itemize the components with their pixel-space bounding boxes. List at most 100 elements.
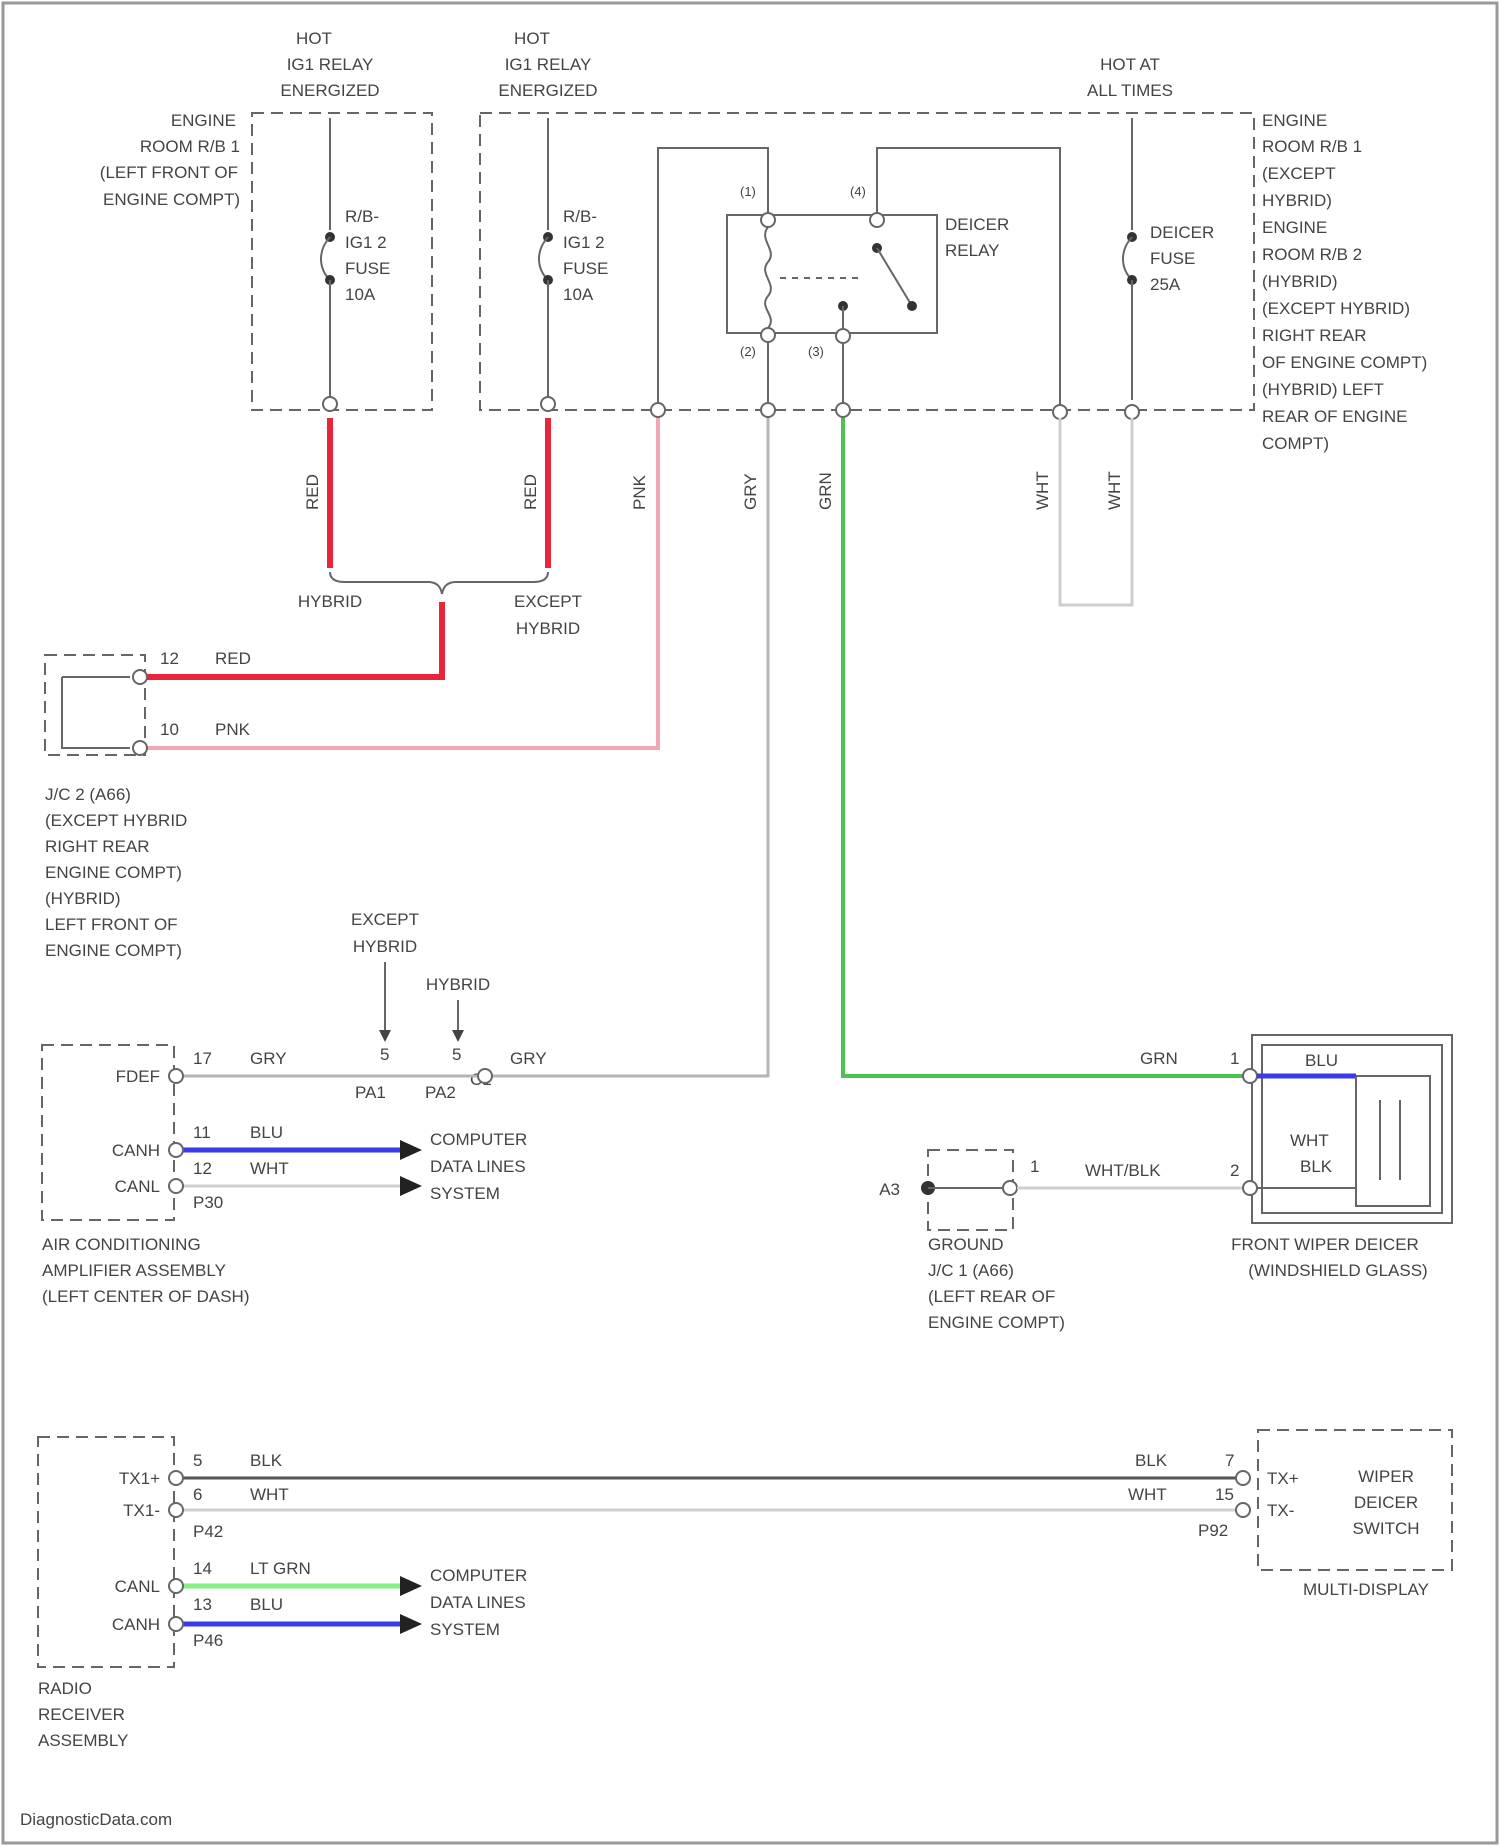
deicer-wht: WHT bbox=[1290, 1131, 1329, 1150]
svg-text:HYBRID: HYBRID bbox=[353, 937, 417, 956]
svg-text:IG1 RELAY: IG1 RELAY bbox=[287, 55, 374, 74]
radio-computer-data-label: COMPUTER DATA LINES SYSTEM bbox=[430, 1566, 527, 1639]
radio-c13: BLU bbox=[250, 1595, 283, 1614]
svg-text:DEICER: DEICER bbox=[1354, 1493, 1418, 1512]
radio-c6: WHT bbox=[250, 1485, 289, 1504]
svg-text:COMPUTER: COMPUTER bbox=[430, 1566, 527, 1585]
jc2-pin-b: 10 bbox=[160, 720, 179, 739]
svg-text:HOT: HOT bbox=[296, 29, 332, 48]
svg-text:GROUND: GROUND bbox=[928, 1235, 1004, 1254]
radio-c14: LT GRN bbox=[250, 1559, 311, 1578]
svg-text:RECEIVER: RECEIVER bbox=[38, 1705, 125, 1724]
radio-canl: CANL bbox=[115, 1577, 160, 1596]
svg-text:RELAY: RELAY bbox=[945, 241, 1000, 260]
branch-except-hybrid-label: EXCEPT HYBRID bbox=[514, 592, 582, 638]
radio-conn2: P46 bbox=[193, 1631, 223, 1650]
svg-text:HYBRID): HYBRID) bbox=[1262, 191, 1332, 210]
svg-text:FRONT WIPER DEICER: FRONT WIPER DEICER bbox=[1231, 1235, 1419, 1254]
svg-text:(3): (3) bbox=[808, 344, 824, 359]
wire-label-wht2: WHT bbox=[1105, 471, 1124, 510]
svg-text:ASSEMBLY: ASSEMBLY bbox=[38, 1731, 128, 1750]
deicer-blk: BLK bbox=[1300, 1157, 1333, 1176]
ac-pa1-pin: 5 bbox=[380, 1045, 389, 1064]
svg-text:25A: 25A bbox=[1150, 275, 1181, 294]
svg-text:ENGINE: ENGINE bbox=[1262, 218, 1327, 237]
svg-text:HOT: HOT bbox=[514, 29, 550, 48]
svg-text:SYSTEM: SYSTEM bbox=[430, 1184, 500, 1203]
svg-text:J/C 1 (A66): J/C 1 (A66) bbox=[928, 1261, 1014, 1280]
radio-n5: 5 bbox=[193, 1451, 202, 1470]
ac-pin-fdef: FDEF bbox=[116, 1067, 160, 1086]
svg-text:ALL TIMES: ALL TIMES bbox=[1087, 81, 1173, 100]
hybrid-brace bbox=[330, 572, 548, 594]
radio-n13: 13 bbox=[193, 1595, 212, 1614]
ac-hybrid-label: HYBRID bbox=[426, 975, 490, 994]
svg-text:10A: 10A bbox=[345, 285, 376, 304]
ground-a3: A3 bbox=[879, 1180, 900, 1199]
hot-at-all-times-label: HOT AT ALL TIMES bbox=[1087, 55, 1173, 100]
ground-pin: 1 bbox=[1030, 1157, 1039, 1176]
switch-c15: WHT bbox=[1128, 1485, 1167, 1504]
multi-display-label: MULTI-DISPLAY bbox=[1303, 1580, 1429, 1599]
svg-text:(HYBRID) LEFT: (HYBRID) LEFT bbox=[1262, 380, 1384, 399]
svg-text:DEICER: DEICER bbox=[945, 215, 1009, 234]
switch-txm: TX- bbox=[1267, 1501, 1294, 1520]
deicer-blu: BLU bbox=[1305, 1051, 1338, 1070]
ground-label: GROUND J/C 1 (A66) (LEFT REAR OF ENGINE … bbox=[928, 1235, 1065, 1332]
wire-label-pnk: PNK bbox=[630, 474, 649, 510]
ac-amplifier-label: AIR CONDITIONING AMPLIFIER ASSEMBLY (LEF… bbox=[42, 1235, 249, 1306]
svg-text:ENGINE: ENGINE bbox=[171, 111, 236, 130]
deicer-fuse-label: DEICER FUSE 25A bbox=[1150, 223, 1214, 294]
svg-text:(EXCEPT: (EXCEPT bbox=[1262, 164, 1336, 183]
ac-branch-arrows bbox=[379, 962, 464, 1042]
svg-text:FUSE: FUSE bbox=[1150, 249, 1195, 268]
svg-text:FUSE: FUSE bbox=[563, 259, 608, 278]
front-wiper-deicer bbox=[1243, 1035, 1452, 1223]
switch-conn: P92 bbox=[1198, 1521, 1228, 1540]
wiper-deicer-switch bbox=[1236, 1430, 1452, 1570]
ac-canl-num: 12 bbox=[193, 1159, 212, 1178]
svg-text:(EXCEPT HYBRID): (EXCEPT HYBRID) bbox=[1262, 299, 1410, 318]
svg-text:FUSE: FUSE bbox=[345, 259, 390, 278]
ac-except-hybrid-label: EXCEPT HYBRID bbox=[351, 910, 419, 956]
svg-text:ROOM R/B 2: ROOM R/B 2 bbox=[1262, 245, 1362, 264]
wire-label-wht1: WHT bbox=[1033, 471, 1052, 510]
svg-text:REAR OF ENGINE: REAR OF ENGINE bbox=[1262, 407, 1407, 426]
svg-text:(1): (1) bbox=[740, 184, 756, 199]
svg-text:ENERGIZED: ENERGIZED bbox=[280, 81, 379, 100]
svg-text:(4): (4) bbox=[850, 184, 866, 199]
fuse-left-label: R/B- IG1 2 FUSE 10A bbox=[345, 207, 390, 304]
watermark: DiagnosticData.com bbox=[20, 1810, 172, 1829]
svg-text:EXCEPT: EXCEPT bbox=[351, 910, 419, 929]
svg-text:ENGINE COMPT): ENGINE COMPT) bbox=[45, 941, 182, 960]
svg-text:IG1 2: IG1 2 bbox=[563, 233, 605, 252]
jc2-pin-a: 12 bbox=[160, 649, 179, 668]
svg-text:EXCEPT: EXCEPT bbox=[514, 592, 582, 611]
svg-text:AMPLIFIER ASSEMBLY: AMPLIFIER ASSEMBLY bbox=[42, 1261, 226, 1280]
hot-ig1-left-label: HOT IG1 RELAY ENERGIZED bbox=[280, 29, 379, 100]
wire-label-red2: RED bbox=[521, 474, 540, 510]
svg-text:(2): (2) bbox=[740, 344, 756, 359]
ac-fdef-color: GRY bbox=[250, 1049, 287, 1068]
svg-text:J/C 2 (A66): J/C 2 (A66) bbox=[45, 785, 131, 804]
radio-tx1m: TX1- bbox=[123, 1501, 160, 1520]
svg-text:COMPUTER: COMPUTER bbox=[430, 1130, 527, 1149]
svg-text:DEICER: DEICER bbox=[1150, 223, 1214, 242]
svg-text:ENERGIZED: ENERGIZED bbox=[498, 81, 597, 100]
switch-n7: 7 bbox=[1225, 1451, 1234, 1470]
engine-room-rb-right-label: ENGINE ROOM R/B 1 (EXCEPT HYBRID) ENGINE… bbox=[1262, 111, 1427, 453]
ac-computer-data-label: COMPUTER DATA LINES SYSTEM bbox=[430, 1130, 527, 1203]
fuse-left bbox=[321, 118, 337, 411]
fuse-box-left bbox=[252, 113, 432, 410]
switch-n15: 15 bbox=[1215, 1485, 1234, 1504]
ac-pa1-label: PA1 bbox=[355, 1083, 386, 1102]
svg-text:ENGINE COMPT): ENGINE COMPT) bbox=[928, 1313, 1065, 1332]
ac-pin-canl: CANL bbox=[115, 1177, 160, 1196]
deicer-fuse bbox=[1123, 118, 1139, 419]
jc2-label: J/C 2 (A66) (EXCEPT HYBRID RIGHT REAR EN… bbox=[45, 785, 187, 960]
deicer-wht-blk: WHT/BLK bbox=[1085, 1161, 1161, 1180]
radio-c5: BLK bbox=[250, 1451, 283, 1470]
ac-pa2-label: PA2 bbox=[425, 1083, 456, 1102]
radio-tx1p: TX1+ bbox=[119, 1469, 160, 1488]
